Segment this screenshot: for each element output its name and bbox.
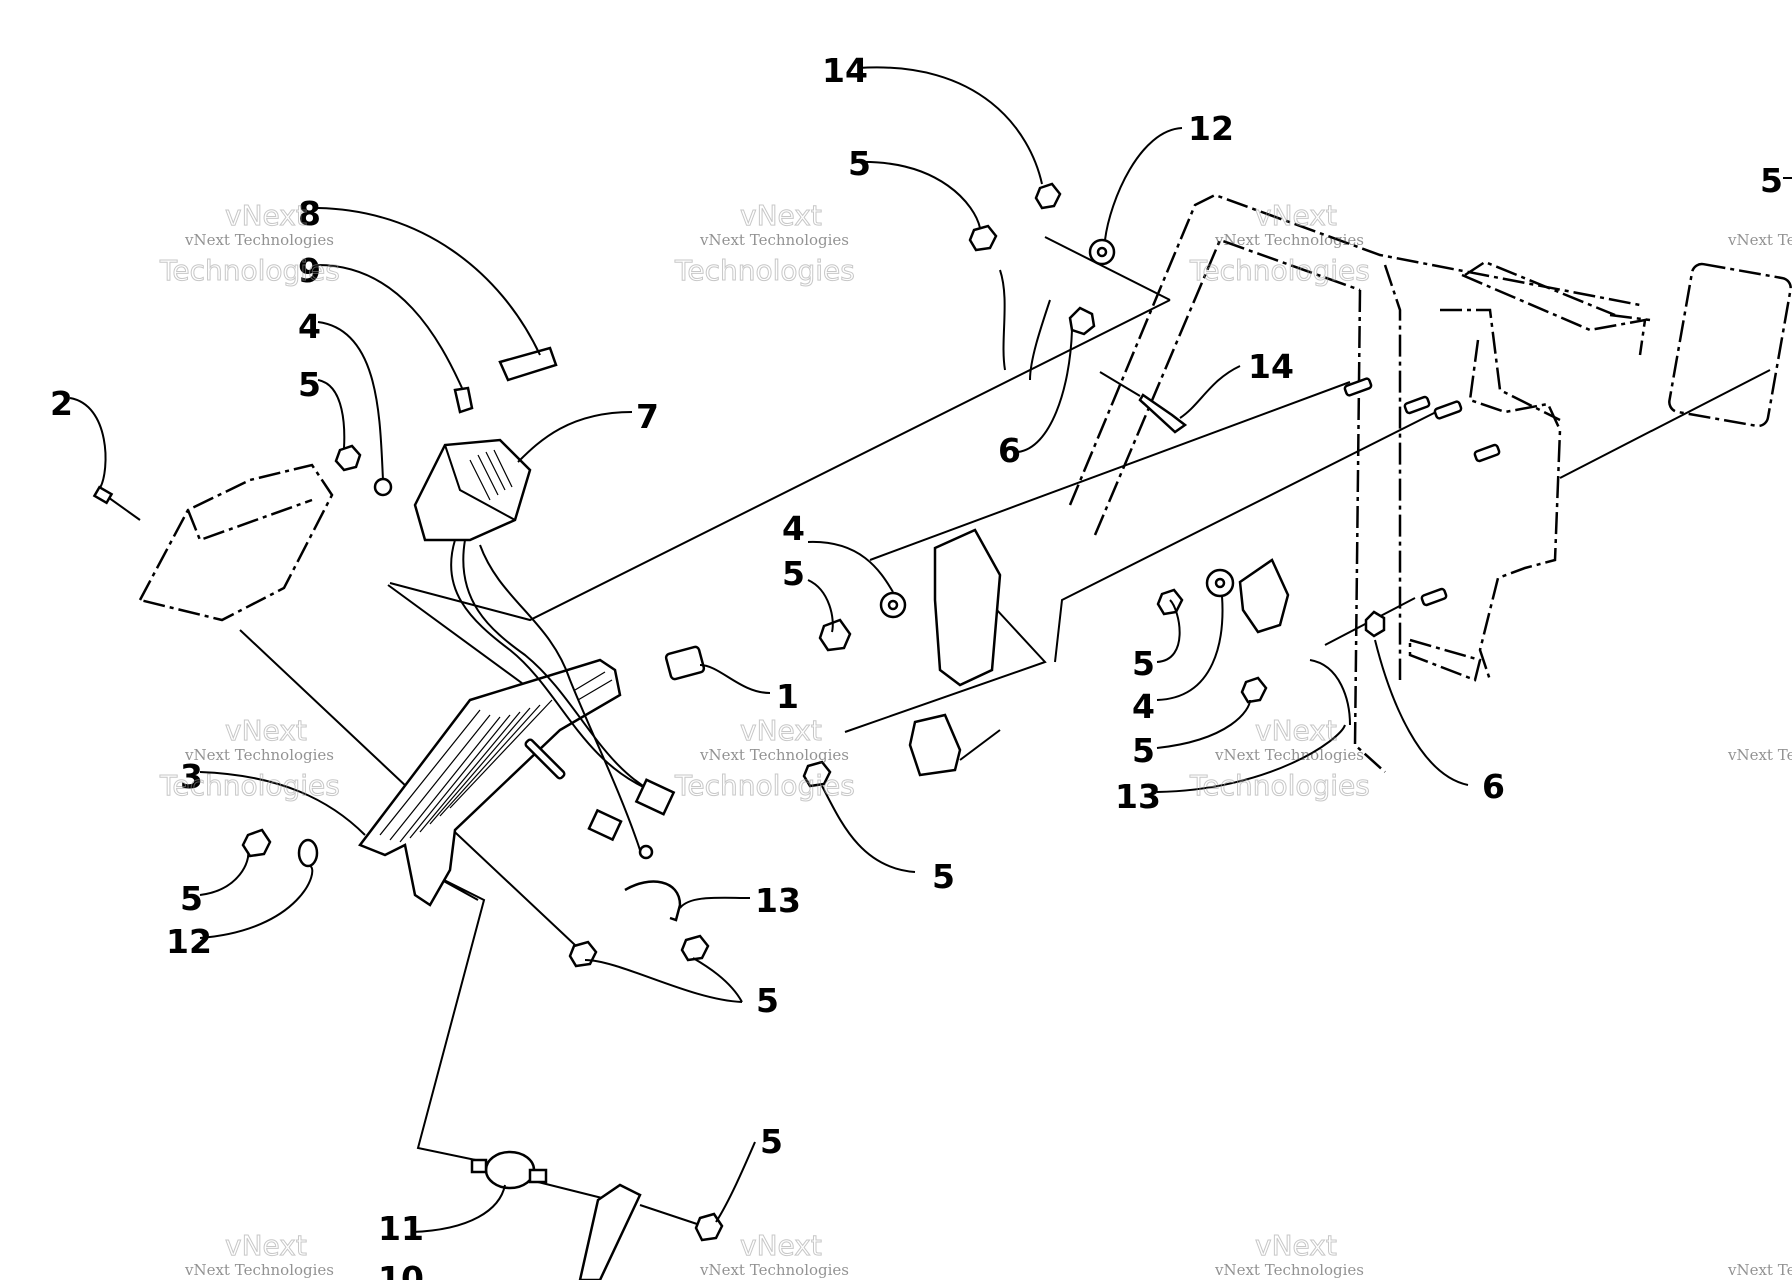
- callout-8: 8: [298, 194, 321, 233]
- callout-5: 5: [180, 879, 203, 918]
- watermark-technologies: Technologies: [159, 254, 340, 287]
- callout-4: 4: [1132, 687, 1155, 726]
- callout-4: 4: [298, 307, 321, 346]
- callout-7: 7: [636, 397, 659, 436]
- solenoid: [1238, 558, 1290, 634]
- watermark-vnext: vNext: [225, 199, 307, 232]
- watermark-text: vNext Technologies: [1727, 746, 1792, 764]
- watermark-text: vNext Technologies: [184, 1261, 334, 1279]
- callout-14: 14: [822, 51, 868, 90]
- watermark-technologies: Technologies: [1189, 769, 1370, 802]
- watermark-text: vNext Technologies: [1214, 746, 1364, 764]
- callout-12: 12: [166, 922, 212, 961]
- watermark-technologies: Technologies: [674, 254, 855, 287]
- parts: [92, 182, 1501, 1280]
- watermark-technologies: Technologies: [1189, 254, 1370, 287]
- watermark-vnext: vNext: [225, 1229, 307, 1262]
- connector: [664, 645, 706, 681]
- callout-11: 11: [378, 1209, 424, 1248]
- watermark-vnext: vNext: [1255, 199, 1337, 232]
- watermarks: vNext vNext Technologies Technologies vN…: [159, 199, 1792, 1280]
- callout-10: 10: [378, 1259, 424, 1280]
- frame-outline: [138, 193, 1792, 773]
- watermark-text: vNext Technologies: [1214, 231, 1364, 249]
- watermark-vnext: vNext: [740, 1229, 822, 1262]
- callout-14: 14: [1248, 347, 1294, 386]
- nuts-washers: [92, 182, 1386, 1242]
- callout-12: 12: [1188, 109, 1234, 148]
- callout-1: 1: [776, 677, 799, 716]
- callout-3: 3: [180, 757, 203, 796]
- leader-lines: [69, 66, 1792, 1233]
- watermark-text: vNext Technologies: [699, 1261, 849, 1279]
- callout-5: 5: [782, 554, 805, 593]
- watermark-text: vNext Technologies: [1727, 1261, 1792, 1279]
- watermark-vnext: vNext: [225, 714, 307, 747]
- callout-9: 9: [298, 251, 321, 290]
- callout-5: 5: [760, 1122, 783, 1161]
- decal: [498, 346, 558, 382]
- callout-5: 5: [756, 981, 779, 1020]
- voltage-regulator: [933, 528, 1002, 687]
- callout-5: 5: [932, 857, 955, 896]
- watermark-vnext: vNext: [740, 714, 822, 747]
- callout-13: 13: [1115, 777, 1161, 816]
- callout-5: 5: [1132, 731, 1155, 770]
- studs: [524, 377, 1501, 780]
- callout-5: 5: [1132, 644, 1155, 683]
- capacitor: [484, 1150, 536, 1190]
- callout-2: 2: [50, 384, 73, 423]
- watermark-text: vNext Technologies: [699, 746, 849, 764]
- callouts: 2 8 9 4 5 7 1 3 5 12 13 5 5 11 10 5 4 5 …: [50, 51, 1783, 1280]
- callout-13: 13: [755, 881, 801, 920]
- watermark-text: vNext Technologies: [184, 231, 334, 249]
- mounting-bracket: [358, 658, 622, 907]
- watermark-technologies: Technologies: [159, 769, 340, 802]
- callout-4: 4: [782, 509, 805, 548]
- watermark-text: vNext Technologies: [699, 231, 849, 249]
- watermark-text: vNext Technologies: [1214, 1261, 1364, 1279]
- watermark-vnext: vNext: [1255, 1229, 1337, 1262]
- watermark-vnext: vNext: [1255, 714, 1337, 747]
- callout-6: 6: [1482, 767, 1505, 806]
- watermark-text: vNext Technologies: [184, 746, 334, 764]
- callout-6: 6: [998, 431, 1021, 470]
- bracket-hatch: [379, 671, 613, 843]
- rectifier: [413, 438, 532, 542]
- watermark-text: vNext Technologies: [1727, 231, 1792, 249]
- callout-5: 5: [298, 365, 321, 404]
- callout-5: 5: [848, 144, 871, 183]
- watermark-vnext: vNext: [740, 199, 822, 232]
- watermark-technologies: Technologies: [674, 769, 855, 802]
- relay: [908, 713, 962, 777]
- callout-5: 5: [1760, 161, 1783, 200]
